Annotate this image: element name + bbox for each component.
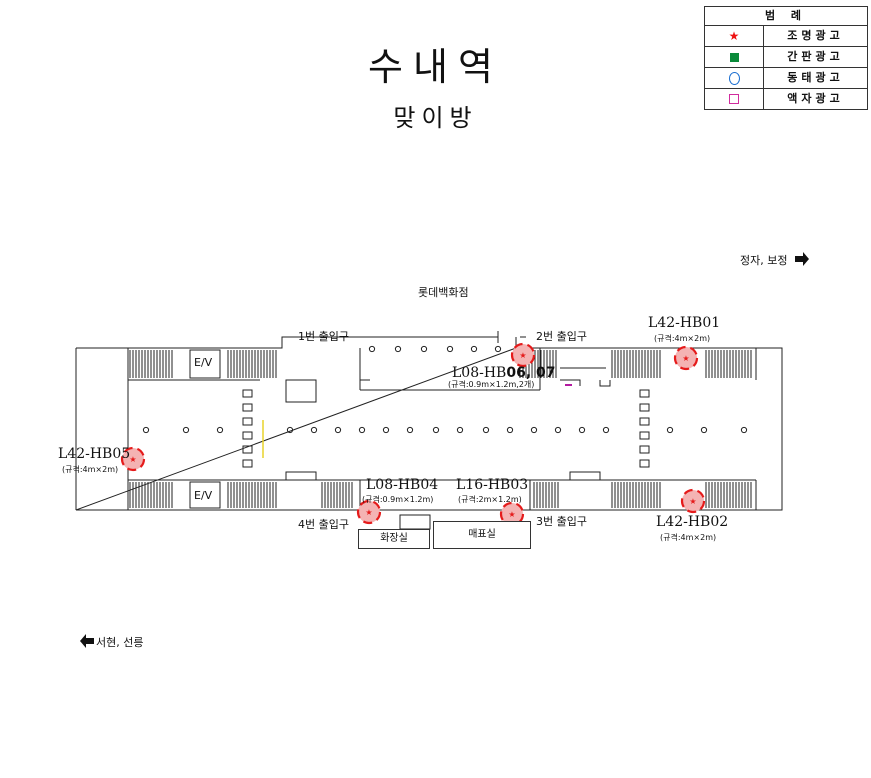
star-icon: ★ [689,497,696,506]
column-dot [530,426,538,434]
ad-hb04-code: L08-HB04 [366,477,439,493]
star-icon: ★ [682,354,689,363]
legend-label: 동태광고 [787,71,844,84]
ad-highlight-marker [510,342,536,368]
ad-hb02-spec: (규격:4m×2m) [660,533,717,542]
column-dot [578,426,586,434]
exit-1-label: 1번 출입구 [298,330,349,343]
legend-title: 범 례 [705,7,867,26]
ad-hb03-code: L16-HB03 [456,477,529,493]
pillar [242,459,253,468]
pillar [639,459,650,468]
star-icon: ★ [508,510,515,519]
column-dot [446,345,454,353]
ad-hb02-code: L42-HB02 [656,514,729,530]
legend-row: 액자광고 [705,89,867,109]
pillar [639,403,650,412]
legend-row: 간판광고 [705,47,867,68]
elevator-label-top: E/V [194,356,213,369]
ad-hb05-spec: (규격:4m×2m) [62,465,119,474]
star-icon: ★ [728,29,740,43]
column-dot [420,345,428,353]
column-dot [470,345,478,353]
restroom: 화장실 [358,529,430,549]
exit-4-label: 4번 출입구 [298,518,349,531]
ad-hb01-spec: (규격:4m×2m) [654,334,711,343]
column-dot [182,426,190,434]
exit-3-label: 3번 출입구 [536,515,587,528]
column-dot [216,426,224,434]
star-icon: ★ [129,455,136,464]
station-name: 수내역 [368,45,503,89]
column-dot [456,426,464,434]
legend-label: 액자광고 [787,92,844,105]
elevator-label-bottom: E/V [194,489,213,502]
lotte-building-label: 롯데백화점 [418,286,469,299]
ad-hb03-spec: (규격:2m×1.2m) [458,495,522,504]
outline-square-icon [729,94,739,104]
pillar [242,403,253,412]
pillar [242,417,253,426]
column-dot [406,426,414,434]
ticket-office: 매표실 [433,521,531,549]
column-dot [334,426,342,434]
column-dot [700,426,708,434]
column-dot [368,345,376,353]
exit-2-label: 2번 출입구 [536,330,587,343]
legend: 범 례 ★ 조명광고 간판광고 동태광고 액자광고 [704,6,868,110]
column-dot [506,426,514,434]
column-dot [740,426,748,434]
column-dot [432,426,440,434]
column-dot [358,426,366,434]
pillar [639,431,650,440]
column-dot [482,426,490,434]
ad-hb0607-prefix: L08-HB [452,365,507,381]
ad-hb01-code: L42-HB01 [648,315,721,331]
pillar [639,445,650,454]
filled-square-icon [729,52,739,62]
section-name: 맞이방 [393,104,478,132]
column-dot [310,426,318,434]
column-dot [602,426,610,434]
ad-hb0607-code: L08-HB06, 07 [452,362,556,381]
ad-highlight-marker [120,446,146,472]
star-icon: ★ [365,508,372,517]
pillar [639,417,650,426]
ad-highlight-marker [673,345,699,371]
ad-hb05-code: L42-HB05 [58,446,131,462]
column-dot [286,426,294,434]
legend-label: 간판광고 [787,50,844,63]
pillar [242,389,253,398]
column-dot [554,426,562,434]
pillar [242,445,253,454]
pillar [639,389,650,398]
column-dot [494,345,502,353]
star-icon: ★ [519,351,526,360]
column-dot [666,426,674,434]
ad-hb04-spec: (규격:0.9m×1.2m) [362,495,434,504]
column-dot [382,426,390,434]
pillar [242,431,253,440]
column-dot [394,345,402,353]
left-direction-label: 서현, 선릉 [96,636,144,649]
right-direction-label: 정자, 보정 [740,254,788,267]
ad-highlight-marker [356,499,382,525]
legend-row: ★ 조명광고 [705,26,867,47]
legend-row: 동태광고 [705,68,867,89]
ad-highlight-marker [680,488,706,514]
ad-hb0607-suffix: 06, 07 [506,365,556,381]
circle-icon [728,71,740,85]
column-dot [142,426,150,434]
ad-hb0607-spec: (규격:0.9m×1.2m,2개) [448,380,535,389]
legend-label: 조명광고 [787,29,844,42]
